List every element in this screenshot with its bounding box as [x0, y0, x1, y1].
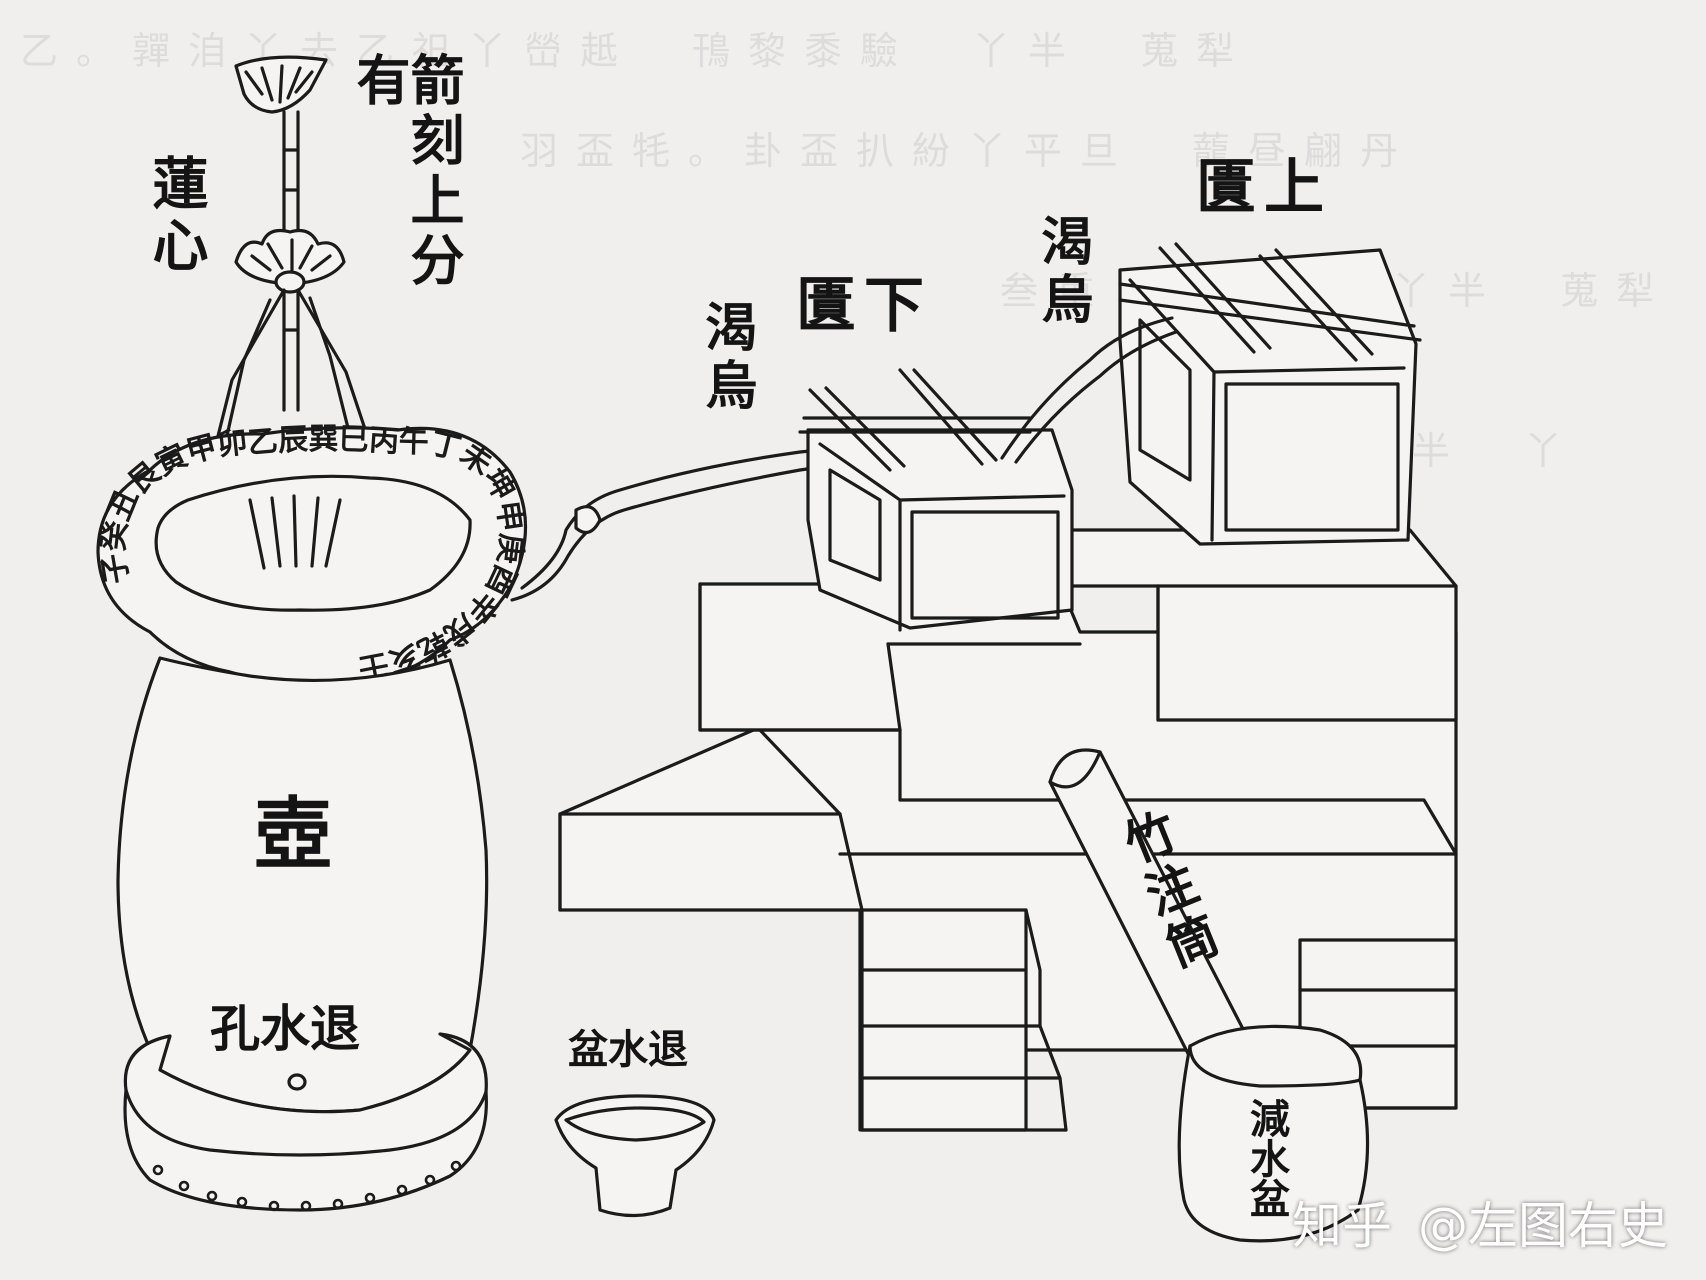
stairs-left	[860, 908, 1068, 1132]
dial-ring: 子癸丑艮寅甲卯乙辰巽巳丙午丁未坤申庚酉辛戌乾亥壬	[96, 422, 529, 687]
watermark-handle: @左图右史	[1418, 1197, 1668, 1255]
lower-tank-slats	[798, 368, 1032, 472]
watermark-logo: 知乎	[1292, 1197, 1392, 1255]
upper-spout-label: 渴烏	[1032, 214, 1093, 330]
pot-pedestal	[123, 1032, 488, 1212]
lower-tank	[806, 428, 1074, 632]
lower-tank-label: 匱下	[796, 271, 932, 341]
overflow-bowl	[554, 1094, 716, 1218]
overflow-bowl-label: 盆水退	[568, 1026, 688, 1073]
lotus-heart-icon	[234, 228, 346, 294]
platform-upper	[1062, 528, 1458, 722]
siphon-lower	[510, 444, 862, 602]
arrow-scale-label: 箭刻上分有	[347, 52, 465, 292]
upper-tank-label: 匱上	[1196, 153, 1332, 223]
water-basin	[1177, 1024, 1370, 1243]
pot-label: 壺	[254, 789, 333, 880]
upper-tank	[1118, 248, 1418, 546]
upper-tank-slats	[1118, 242, 1422, 362]
lower-spout-label: 渴烏	[696, 300, 757, 416]
pot-outlet-hole	[287, 1073, 307, 1091]
rod-supports	[214, 288, 370, 446]
siphon-upper	[1000, 316, 1178, 464]
lotus-heart-label: 蓮心	[143, 154, 209, 278]
outlet-hole-label: 孔水退	[210, 999, 360, 1058]
lotus-top-icon	[234, 55, 328, 114]
water-basin-label: 減水盆	[1243, 1098, 1290, 1218]
